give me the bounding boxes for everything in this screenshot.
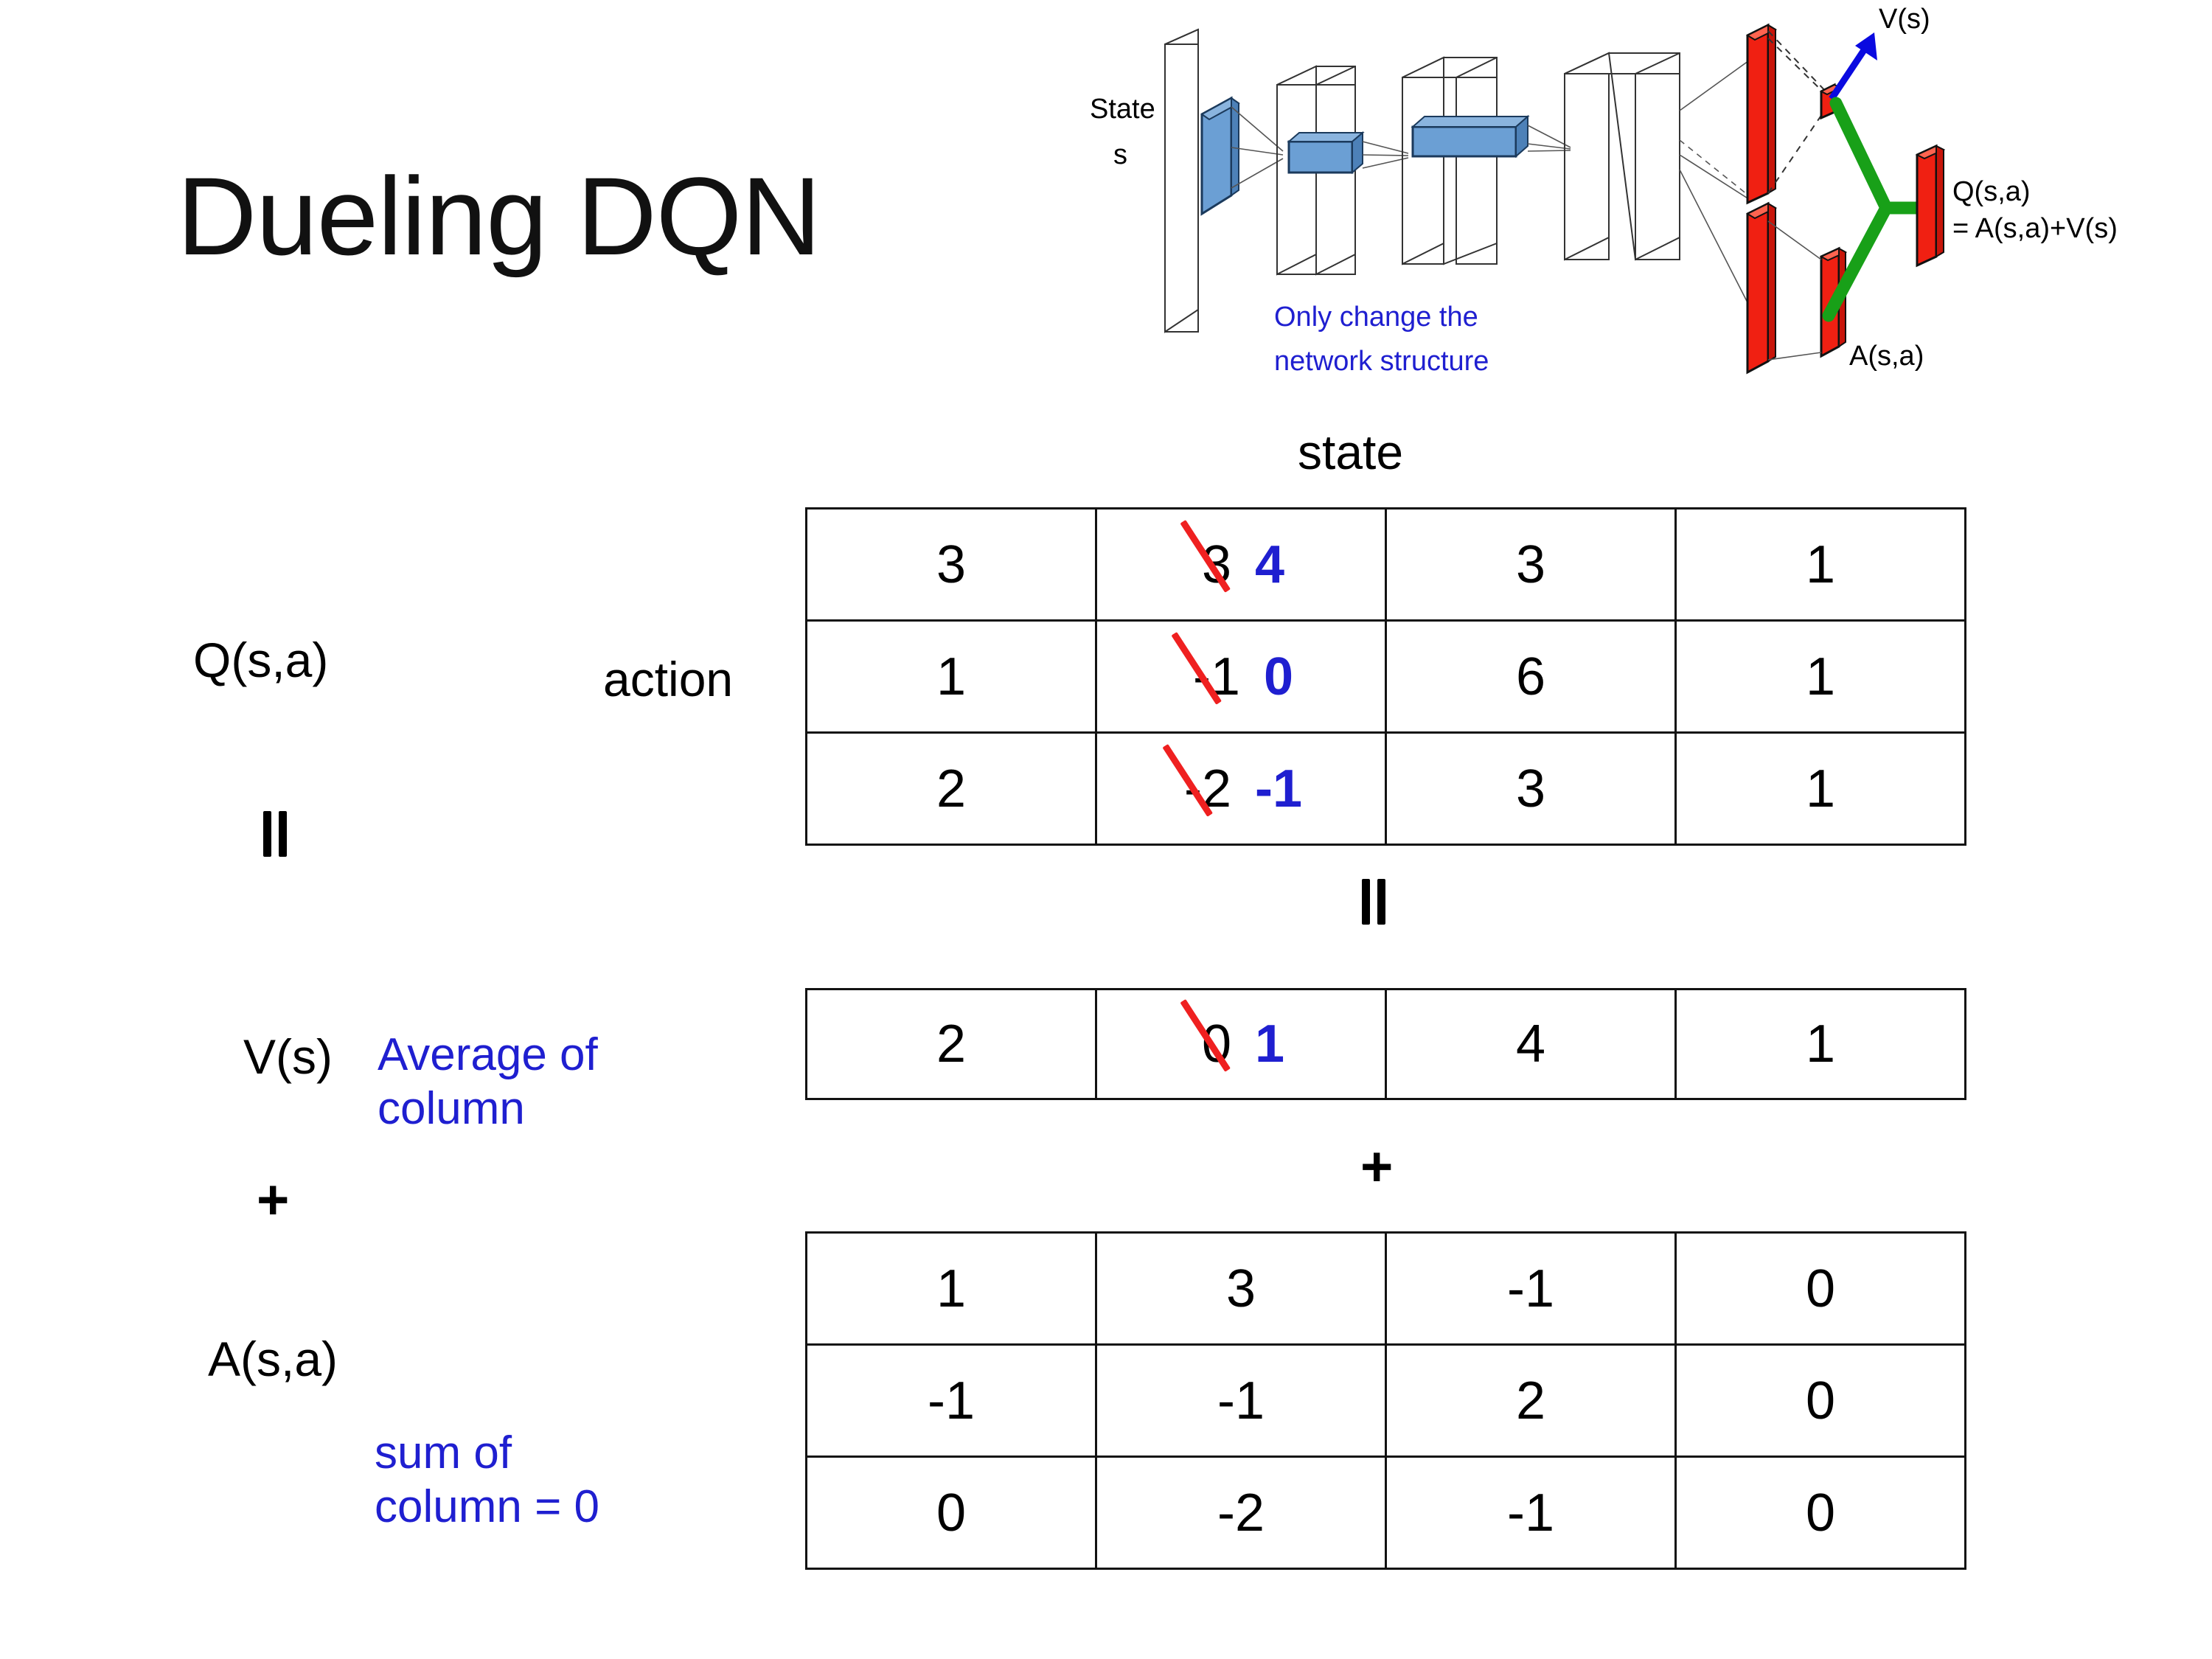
corrected-value: 1 [1255, 1015, 1285, 1074]
table-cell: -2 [1095, 1455, 1387, 1570]
v-function-label: V(s) [243, 1029, 333, 1084]
plus-sign-left: + [257, 1169, 290, 1231]
diagram-state-label-line2: s [1113, 139, 1127, 170]
dueling-network-diagram: State s V(s) A(s,a) Q(s,a) = A(s,a)+V(s)… [1084, 0, 2212, 413]
diagram-note-line1: Only change the [1274, 302, 1478, 333]
a-function-label: A(s,a) [208, 1332, 338, 1386]
table-cell: 3 [1385, 731, 1677, 846]
sum-note-line2: column = 0 [375, 1481, 600, 1532]
table-cell: 1 [805, 619, 1097, 734]
average-of-column-note: Average of column [378, 1029, 598, 1135]
table-cell: 1 [1674, 507, 1966, 622]
table-cell-corrected: -2 -1 [1095, 731, 1387, 846]
plus-sign-middle: + [1360, 1135, 1394, 1198]
equals-sign-left [258, 811, 292, 857]
average-note-line1: Average of [378, 1029, 598, 1080]
struck-original-value: 0 [1197, 1014, 1236, 1074]
table-cell: 0 [1674, 1455, 1966, 1570]
table-cell: 3 [1095, 1231, 1387, 1346]
table-cell: 0 [805, 1455, 1097, 1570]
table-cell: 1 [805, 1231, 1097, 1346]
table-cell: 2 [805, 731, 1097, 846]
table-cell: 2 [805, 988, 1097, 1100]
state-axis-label: state [1298, 425, 1404, 479]
diagram-q-label: Q(s,a) [1952, 176, 2031, 207]
sum-note-line1: sum of [375, 1427, 512, 1478]
table-cell: 0 [1674, 1231, 1966, 1346]
corrected-value: -1 [1255, 759, 1303, 818]
page-title: Dueling DQN [177, 154, 821, 278]
struck-original-value: -2 [1180, 759, 1236, 819]
table-cell: -1 [1385, 1455, 1677, 1570]
diagram-advantage-label: A(s,a) [1849, 341, 1924, 372]
table-cell: 1 [1674, 619, 1966, 734]
diagram-note-line2: network structure [1274, 346, 1489, 377]
table-cell: -1 [1385, 1231, 1677, 1346]
equals-sign-middle [1357, 879, 1391, 925]
table-cell: 0 [1674, 1343, 1966, 1458]
average-note-line2: column [378, 1082, 525, 1134]
table-cell: 6 [1385, 619, 1677, 734]
table-cell-corrected: -1 0 [1095, 619, 1387, 734]
corrected-value: 4 [1255, 535, 1285, 594]
table-cell: 3 [805, 507, 1097, 622]
diagram-state-label-line1: State [1090, 94, 1155, 125]
table-cell: 1 [1674, 988, 1966, 1100]
table-cell: 1 [1674, 731, 1966, 846]
table-cell: 3 [1385, 507, 1677, 622]
q-function-label: Q(s,a) [193, 633, 329, 687]
struck-original-value: -1 [1189, 647, 1245, 707]
table-cell: 4 [1385, 988, 1677, 1100]
table-cell: -1 [805, 1343, 1097, 1458]
table-cell: -1 [1095, 1343, 1387, 1458]
sum-of-column-note: sum of column = 0 [375, 1427, 599, 1534]
action-axis-label: action [603, 652, 734, 706]
corrected-value: 0 [1263, 647, 1294, 706]
diagram-value-label: V(s) [1879, 4, 1930, 35]
struck-original-value: 3 [1197, 535, 1236, 595]
table-cell: 2 [1385, 1343, 1677, 1458]
diagram-q-formula: = A(s,a)+V(s) [1952, 213, 2118, 244]
